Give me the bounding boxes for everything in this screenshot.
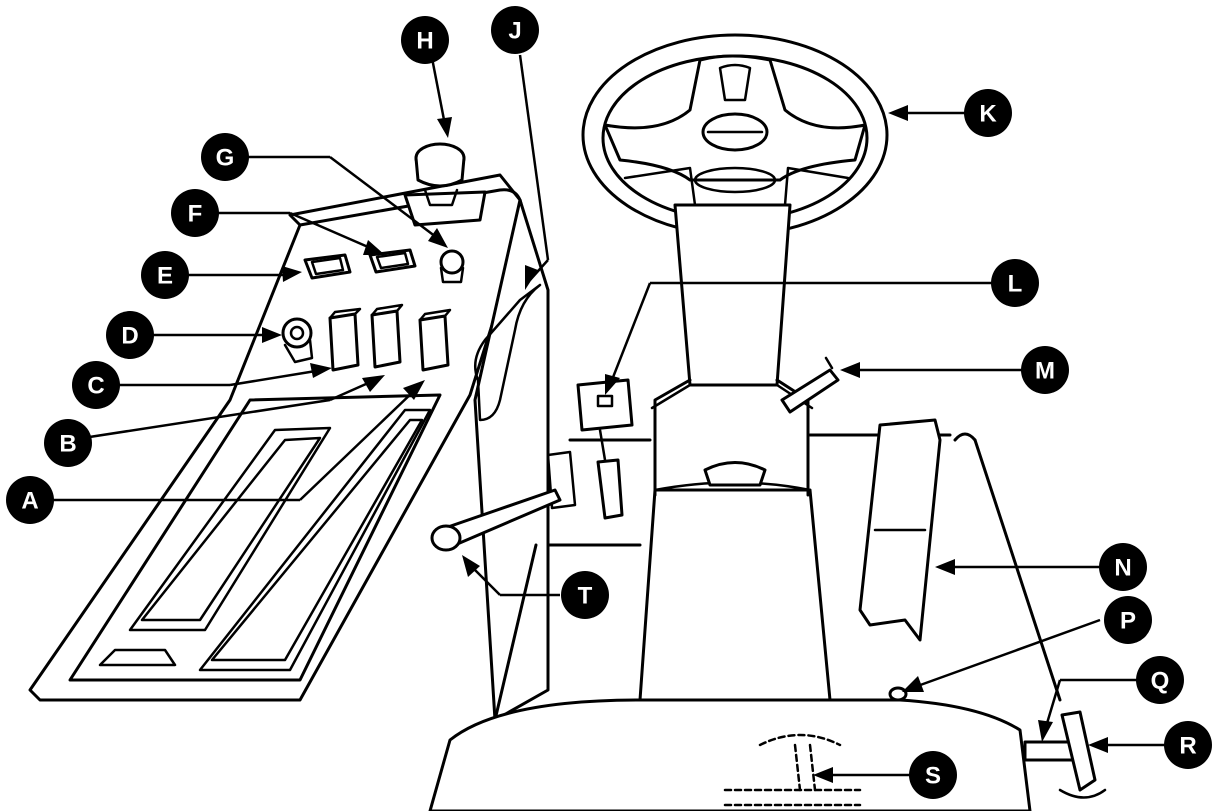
button-g — [439, 249, 465, 275]
callout-label: J — [508, 18, 521, 45]
callout-label: H — [416, 28, 433, 55]
switch-a — [418, 314, 450, 372]
panel-n — [858, 418, 977, 642]
callout-label: R — [1179, 733, 1196, 760]
callout-label: N — [1114, 555, 1131, 582]
key-switch-d — [281, 317, 313, 349]
callout-b: B — [44, 419, 92, 467]
callout-label: K — [979, 101, 997, 128]
callout-label: G — [216, 145, 235, 172]
seat-base — [428, 686, 1107, 811]
switch-group — [281, 142, 487, 372]
callout-label: C — [87, 373, 104, 400]
switch-b — [370, 309, 402, 369]
steering-assembly — [581, 33, 889, 702]
callout-label: F — [188, 201, 203, 228]
callout-s: S — [909, 751, 957, 799]
lever-t — [430, 488, 562, 552]
callout-r: R — [1164, 721, 1212, 769]
callout-q: Q — [1136, 656, 1184, 704]
callout-label: S — [925, 763, 941, 790]
callout-c: C — [72, 361, 120, 409]
control-console — [28, 173, 550, 722]
callout-badges: A B C D E F G H J K L M N P Q R S T — [6, 6, 1212, 799]
callout-h: H — [401, 16, 449, 64]
pedal-l — [546, 378, 634, 520]
callout-label: L — [1008, 271, 1023, 298]
callout-label: T — [578, 583, 593, 610]
callout-label: B — [59, 431, 76, 458]
callout-k: K — [964, 89, 1012, 137]
callout-p: P — [1104, 596, 1152, 644]
knob-h — [403, 190, 487, 227]
leader-lines — [52, 54, 1175, 783]
callout-label: A — [21, 488, 38, 515]
callout-a: A — [6, 476, 54, 524]
callout-e: E — [141, 251, 189, 299]
callout-j: J — [491, 6, 539, 54]
callout-g: G — [201, 133, 249, 181]
callout-d: D — [106, 311, 154, 359]
callout-label: D — [121, 323, 138, 350]
switch-c — [328, 312, 360, 372]
callout-t: T — [561, 571, 609, 619]
callout-label: M — [1035, 358, 1055, 385]
callout-m: M — [1021, 346, 1069, 394]
callout-n: N — [1099, 543, 1147, 591]
callout-l: L — [991, 259, 1039, 307]
callout-label: E — [157, 263, 173, 290]
callout-label: P — [1120, 608, 1136, 635]
callout-f: F — [171, 189, 219, 237]
callout-label: Q — [1151, 668, 1170, 695]
pedal-m — [780, 356, 840, 414]
